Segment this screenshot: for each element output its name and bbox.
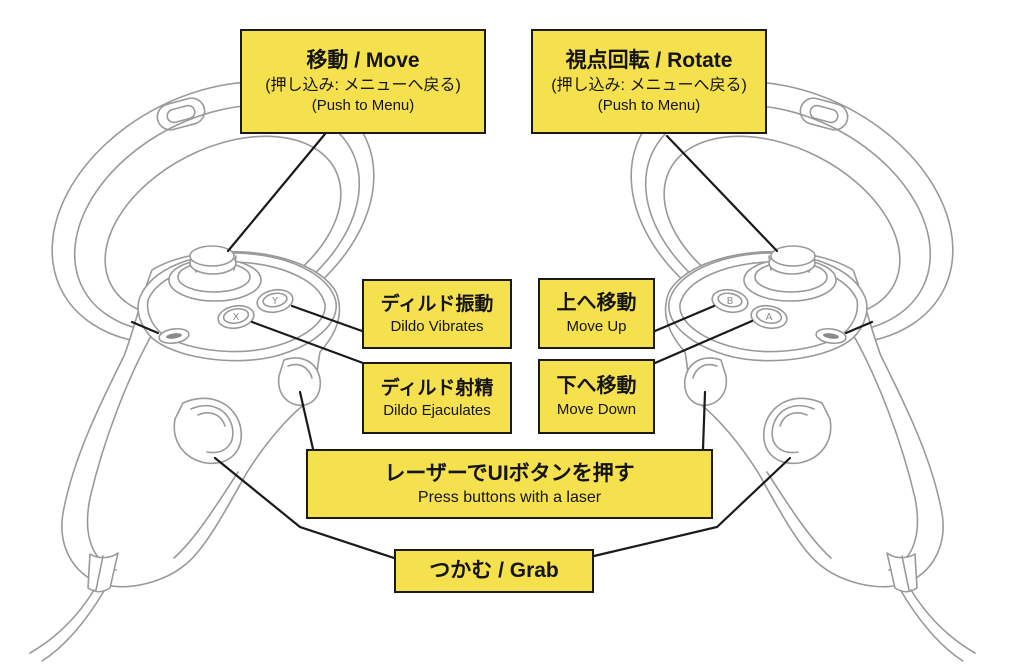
label-laser-title: レーザーでUIボタンを押す (384, 461, 635, 485)
leader-line-move (226, 132, 327, 253)
label-laser: レーザーでUIボタンを押す Press buttons with a laser (306, 449, 713, 519)
label-move-up-title: 上へ移動 (556, 292, 637, 315)
label-vibrate-title: ディルド振動 (380, 293, 494, 315)
label-ejaculate-sub: Dildo Ejaculates (383, 401, 491, 419)
thumbstick (168, 245, 262, 302)
label-grab: つかむ / Grab (394, 549, 594, 593)
label-vibrate-sub: Dildo Vibrates (390, 317, 484, 335)
leader-line-grab-right (592, 456, 792, 558)
leader-line-grab-left (213, 456, 396, 560)
leader-line-ejaculate (250, 320, 365, 365)
label-rotate-sub-en: (Push to Menu) (597, 97, 701, 115)
label-move-up-sub: Move Up (566, 317, 627, 335)
label-move-sub-en: (Push to Menu) (311, 97, 415, 115)
leader-line-move-up (653, 304, 716, 333)
leader-line-laser-left (298, 390, 315, 451)
b-button-label: B (727, 296, 734, 307)
ring-slot (156, 97, 206, 131)
handle-contour (86, 337, 151, 571)
leader-lines (130, 132, 874, 560)
system-button (158, 327, 190, 345)
face-button-top (256, 288, 294, 314)
label-dildo-ejaculates: ディルド射精 Dildo Ejaculates (362, 362, 512, 434)
label-move-down: 下へ移動 Move Down (538, 359, 655, 434)
label-move-sub-jp: (押し込み: メニューへ戻る) (265, 76, 461, 94)
x-button-label: X (233, 312, 240, 323)
leader-line-laser-right (701, 390, 707, 451)
label-move-down-title: 下へ移動 (556, 375, 637, 398)
trigger (277, 357, 322, 406)
label-grab-title: つかむ / Grab (429, 559, 559, 583)
label-rotate-title: 視点回転 / Rotate (565, 49, 733, 73)
home-button-pointer (844, 320, 874, 335)
leader-line-rotate (665, 134, 779, 253)
grip-button (173, 397, 243, 465)
y-button-label: Y (271, 296, 279, 307)
label-ejaculate-title: ディルド射精 (380, 377, 494, 399)
wrist-strap (29, 552, 119, 662)
label-move-down-sub: Move Down (556, 400, 637, 418)
face-button-bottom (217, 304, 255, 330)
button-letters: Y X B A (233, 296, 773, 323)
label-move: 移動 / Move (押し込み: メニューへ戻る) (Push to Menu) (240, 29, 486, 134)
label-move-up: 上へ移動 Move Up (538, 278, 655, 349)
label-rotate: 視点回転 / Rotate (押し込み: メニューへ戻る) (Push to M… (531, 29, 767, 134)
menu-button-pointer (130, 320, 160, 335)
handle-inner-edge (173, 471, 239, 559)
label-move-title: 移動 / Move (306, 49, 420, 73)
leader-line-vibrate (290, 304, 364, 333)
label-rotate-sub-jp: (押し込み: メニューへ戻る) (551, 76, 747, 94)
label-laser-sub: Press buttons with a laser (417, 489, 602, 507)
label-dildo-vibrates: ディルド振動 Dildo Vibrates (362, 279, 512, 349)
a-button-label: A (766, 312, 773, 323)
leader-line-move-down (653, 319, 754, 365)
